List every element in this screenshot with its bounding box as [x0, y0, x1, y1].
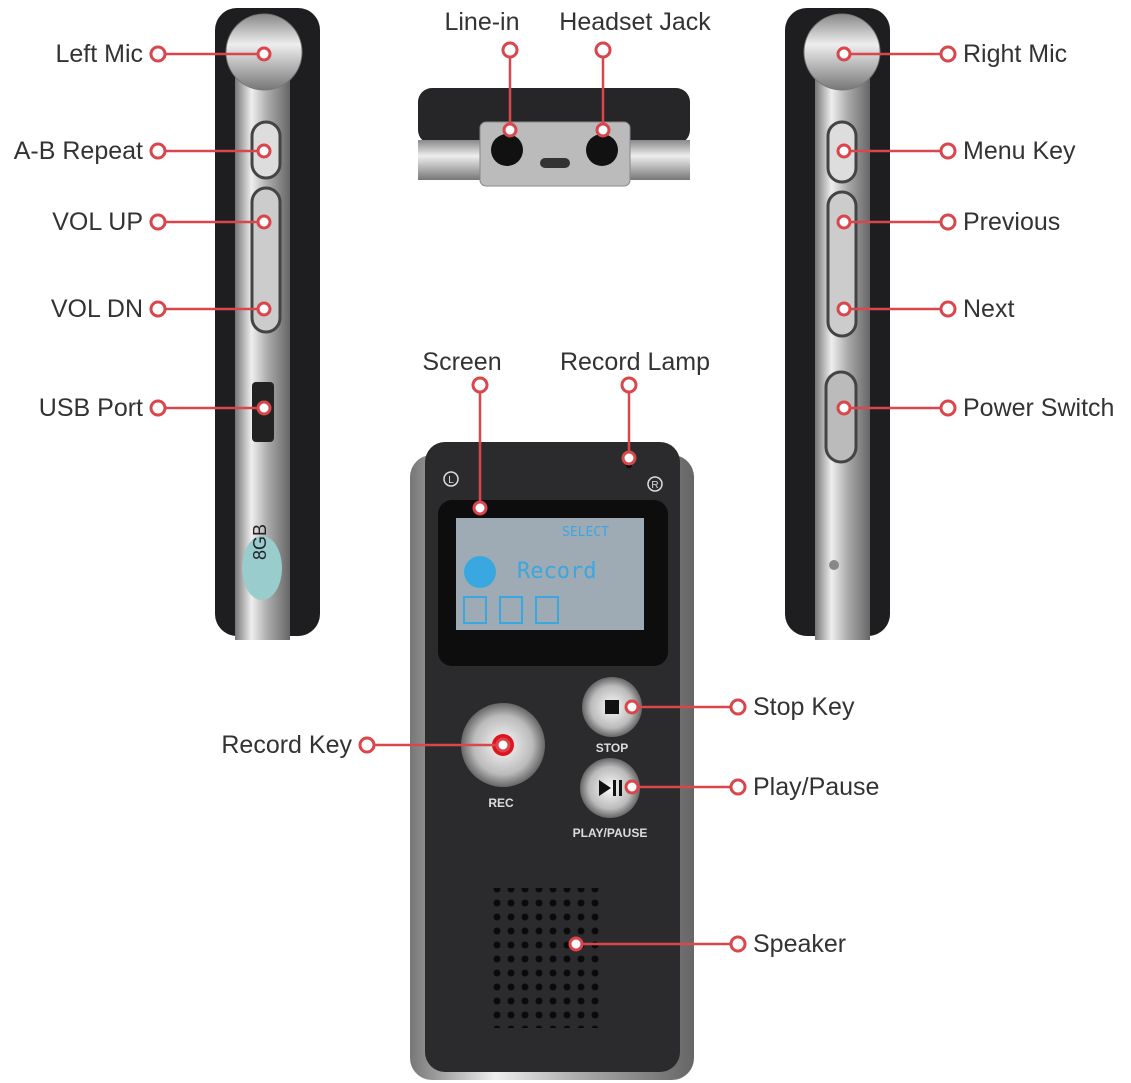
top-view	[418, 88, 690, 187]
label-play-pause: Play/Pause	[753, 773, 879, 801]
headset-jack	[586, 134, 618, 166]
power-switch	[824, 370, 858, 464]
label-next: Next	[963, 295, 1014, 323]
capacity-badge: 8GB	[250, 524, 270, 560]
label-vol-dn: VOL DN	[51, 295, 143, 323]
record-mode-icon	[463, 596, 487, 624]
label-menu-key: Menu Key	[963, 137, 1076, 165]
label-previous: Previous	[963, 208, 1060, 236]
label-stop-key: Stop Key	[753, 693, 855, 721]
label-vol-up: VOL UP	[52, 208, 143, 236]
label-ab-repeat: A-B Repeat	[14, 137, 143, 165]
prev-next-rocker	[826, 190, 858, 338]
label-speaker: Speaker	[753, 930, 846, 958]
line-in-jack	[491, 134, 523, 166]
label-left-mic: Left Mic	[55, 40, 143, 68]
lcd-select: SELECT	[562, 525, 609, 540]
label-right-mic: Right Mic	[963, 40, 1067, 68]
callouts: Left Mic A-B Repeat VOL UP VOL DN USB Po…	[14, 8, 1115, 958]
speaking-head-icon	[464, 556, 496, 588]
label-power-switch: Power Switch	[963, 394, 1114, 422]
capacity-hologram	[242, 536, 282, 600]
right-side-view	[785, 8, 890, 640]
label-usb-port: USB Port	[39, 394, 143, 422]
stop-label: STOP	[596, 741, 628, 755]
settings-mode-icon	[535, 596, 559, 624]
label-record-lamp: Record Lamp	[560, 348, 710, 376]
label-line-in: Line-in	[444, 8, 519, 36]
label-headset-jack: Headset Jack	[559, 8, 711, 36]
right-marker: R	[651, 480, 658, 491]
front-view: L R SELECT Record REC STOP PLAY/PAUSE	[410, 442, 694, 1080]
left-marker: L	[448, 475, 454, 486]
speaker-grille	[490, 888, 605, 1028]
label-screen: Screen	[422, 348, 501, 376]
lcd-mode: Record	[517, 559, 596, 584]
rec-label: REC	[488, 796, 514, 810]
label-record-key: Record Key	[221, 731, 352, 759]
left-side-view: 8GB	[215, 8, 320, 640]
play-pause-label: PLAY/PAUSE	[573, 826, 648, 840]
music-mode-icon	[499, 596, 523, 624]
